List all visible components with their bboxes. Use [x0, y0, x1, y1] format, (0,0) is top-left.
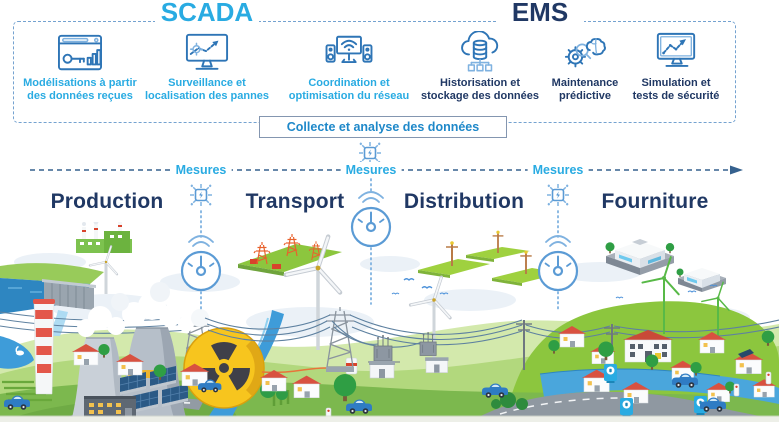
- fault-monitoring-icon: [185, 33, 229, 70]
- smart-chip-icon: [189, 183, 213, 207]
- substation: [368, 331, 449, 379]
- measures-label: Mesures: [170, 162, 232, 178]
- function-label: Maintenance prédictive: [551, 77, 619, 102]
- sensor-stack-transport: [350, 178, 392, 305]
- section-title-production: Production: [50, 190, 164, 213]
- collect-analyse-banner: Collecte et analyse des données: [259, 116, 507, 138]
- function-label: Coordination et optimisation du réseau: [288, 77, 410, 102]
- charging-post-icon: [733, 383, 740, 397]
- function-card-modeling: Modélisations à partir des données reçue…: [16, 31, 144, 103]
- power-plant: [33, 222, 358, 418]
- function-card-storage: Historisation et stockage des données: [420, 31, 540, 103]
- section-title-fourniture: Fourniture: [601, 190, 709, 213]
- ev-charging-station-icon: [604, 364, 617, 383]
- smart-chip-icon: [546, 183, 570, 207]
- pylon-base: [326, 367, 354, 372]
- ems-title: EMS: [496, 0, 584, 28]
- predictive-maintenance-icon: [564, 38, 606, 68]
- smart-meter-icon: [180, 234, 222, 292]
- section-title-transport: Transport: [245, 190, 345, 213]
- smart-meter-icon: [350, 190, 392, 248]
- scada-title: SCADA: [155, 0, 259, 28]
- tree-icon: [676, 268, 684, 277]
- tree-icon: [605, 242, 615, 254]
- grid-landscape-illustration: [0, 222, 779, 422]
- sensor-stack-production: [180, 183, 222, 312]
- pond-left: [0, 336, 34, 369]
- function-card-monitoring: Surveillance et localisation des pannes: [143, 31, 271, 103]
- wind-turbine-small: [88, 245, 119, 294]
- steam: [77, 282, 209, 337]
- smart-meter-icon: [537, 234, 579, 292]
- swan-icon: [15, 345, 24, 356]
- cloud-storage-icon: [461, 31, 499, 72]
- tree-icon: [665, 243, 675, 254]
- security-simulation-icon: [656, 32, 696, 67]
- ev-charging-station-icon: [620, 398, 633, 417]
- measures-label: Mesures: [527, 162, 589, 178]
- function-label: Simulation et tests de sécurité: [632, 77, 720, 102]
- function-card-coordination: Coordination et optimisation du réseau: [286, 31, 412, 103]
- striped-chimney: [33, 299, 55, 395]
- network-coordination-icon: [325, 35, 373, 64]
- function-label: Modélisations à partir des données reçue…: [23, 77, 137, 102]
- function-card-simulation: Simulation et tests de sécurité: [630, 31, 722, 103]
- ground-strip: [0, 415, 779, 422]
- data-modeling-icon: [58, 34, 102, 71]
- plant-building: [84, 396, 136, 418]
- measures-flow-arrow: [30, 165, 743, 175]
- section-title-distribution: Distribution: [403, 190, 525, 213]
- measures-label: Mesures: [340, 162, 402, 178]
- function-label: Surveillance et localisation des pannes: [144, 77, 270, 102]
- sensor-stack-distribution: [537, 183, 579, 312]
- function-label: Historisation et stockage des données: [421, 77, 539, 102]
- function-card-maintenance: Maintenance prédictive: [545, 31, 625, 103]
- rooftop-solar-panel: [738, 349, 754, 358]
- charging-post-icon: [765, 371, 772, 385]
- factory: [76, 222, 132, 253]
- transport-island: [238, 233, 342, 276]
- supply-buildings: [605, 239, 726, 292]
